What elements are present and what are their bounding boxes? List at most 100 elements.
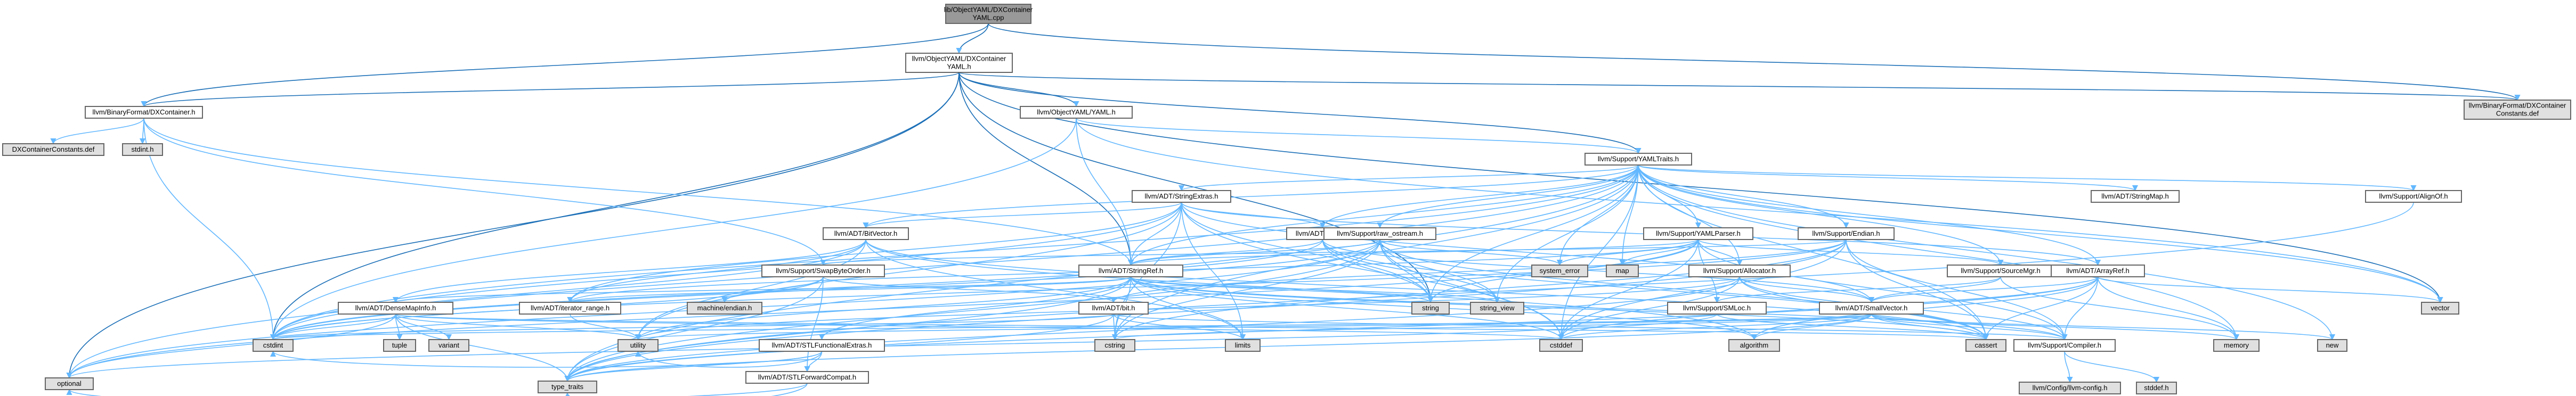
- node-label-dxconstdef2: DXContainerConstants.def: [12, 145, 95, 153]
- node-label-cstddef: cstddef: [1550, 341, 1572, 349]
- node-machineendian[interactable]: machine/endian.h: [687, 302, 762, 315]
- node-endian[interactable]: llvm/Support/Endian.h: [1798, 227, 1895, 240]
- node-stringref[interactable]: llvm/ADT/StringRef.h: [1078, 265, 1183, 277]
- node-rawostream[interactable]: llvm/Support/raw_ostream.h: [1323, 227, 1436, 240]
- node-alignof[interactable]: llvm/Support/AlignOf.h: [2365, 190, 2462, 203]
- node-stringview[interactable]: string_view: [1470, 302, 1524, 315]
- node-label-stringview: string_view: [1480, 304, 1515, 312]
- edge-stlforward-to-typetraits: [564, 383, 808, 396]
- edge-smallvector-to-compiler: [1871, 314, 2068, 341]
- node-cassert[interactable]: cassert: [1965, 339, 2006, 352]
- node-stringmap[interactable]: llvm/ADT/StringMap.h: [2091, 190, 2180, 203]
- edge-arrayref-to-smallvector: [1868, 276, 2099, 303]
- node-stddefh[interactable]: stddef.h: [2136, 382, 2177, 394]
- node-stlforward[interactable]: llvm/ADT/STLForwardCompat.h: [745, 371, 869, 384]
- node-box-root: [945, 4, 1031, 24]
- node-objyaml[interactable]: llvm/ObjectYAML/YAML.h: [1020, 106, 1133, 119]
- node-iterrange[interactable]: llvm/ADT/iterator_range.h: [519, 302, 621, 315]
- node-label-stringextras: llvm/ADT/StringExtras.h: [1145, 192, 1218, 200]
- node-box-stlforward: [745, 371, 869, 384]
- node-label-iterrange: llvm/ADT/iterator_range.h: [531, 304, 610, 312]
- node-box-stlfunc: [759, 339, 885, 352]
- node-memory[interactable]: memory: [2213, 339, 2260, 352]
- node-box-dxconstdef: [2464, 100, 2571, 120]
- node-smallvector[interactable]: llvm/ADT/SmallVector.h: [1819, 302, 1924, 315]
- edge-stringextras-to-bitvector: [863, 202, 1182, 229]
- node-map[interactable]: map: [1606, 265, 1639, 277]
- edge-objyaml-to-vector: [1076, 118, 2443, 303]
- node-yamlparser[interactable]: llvm/Support/YAMLParser.h: [1643, 227, 1753, 240]
- node-arrayref[interactable]: llvm/ADT/ArrayRef.h: [2051, 265, 2145, 277]
- edge-arrayref-to-compiler: [2061, 276, 2099, 341]
- node-vector[interactable]: vector: [2421, 302, 2459, 315]
- edge-yamltraits-to-stringextras: [1179, 164, 1639, 192]
- edge-stringextras-to-climits: [1181, 202, 1246, 341]
- node-tuple[interactable]: tuple: [383, 339, 416, 352]
- node-smloc[interactable]: llvm/Support/SMLoc.h: [1667, 302, 1767, 315]
- node-box-smallvector: [1819, 302, 1924, 315]
- node-algorithm[interactable]: algorithm: [1728, 339, 1780, 352]
- node-systemerror[interactable]: system_error: [1531, 265, 1588, 277]
- edge-yamlparser-to-compiler: [1697, 239, 2068, 341]
- node-llvmconfig[interactable]: llvm/Config/llvm-config.h: [2019, 382, 2121, 394]
- edge-twine-to-stringref: [1128, 239, 1323, 266]
- edge-dxyaml-to-objyaml: [958, 72, 1079, 108]
- node-typetraits[interactable]: type_traits: [538, 381, 597, 393]
- node-dxconstdef2[interactable]: DXContainerConstants.def: [2, 143, 104, 156]
- node-label-stringref: llvm/ADT/StringRef.h: [1099, 267, 1163, 275]
- node-label-stlfunc: llvm/ADT/STLFunctionalExtras.h: [772, 341, 872, 349]
- edge-smallvector-to-utility: [635, 314, 1872, 341]
- node-box-allocator: [1688, 265, 1791, 277]
- node-cstdint[interactable]: cstdint: [253, 339, 294, 352]
- edge-endian-to-swapbyte: [820, 239, 1847, 266]
- node-allocator[interactable]: llvm/Support/Allocator.h: [1688, 265, 1791, 277]
- node-cstddef[interactable]: cstddef: [1539, 339, 1583, 352]
- node-box-machineendian: [687, 302, 762, 315]
- node-stdinth[interactable]: stdint.h: [122, 143, 163, 156]
- node-yamltraits[interactable]: llvm/Support/YAMLTraits.h: [1584, 153, 1692, 166]
- node-stlfunc[interactable]: llvm/ADT/STLFunctionalExtras.h: [759, 339, 885, 352]
- edge-densemapinfo-to-optional: [66, 314, 396, 379]
- node-stringextras[interactable]: llvm/ADT/StringExtras.h: [1132, 190, 1231, 203]
- node-label-climits: limits: [1235, 341, 1251, 349]
- node-string[interactable]: string: [1411, 302, 1450, 315]
- node-bfdx[interactable]: llvm/BinaryFormat/DXContainer.h: [85, 106, 203, 119]
- node-optional[interactable]: optional: [45, 377, 94, 390]
- node-label-cstring: cstring: [1104, 341, 1125, 349]
- node-label-llvmconfig: llvm/Config/llvm-config.h: [2033, 384, 2108, 392]
- edge-endian-to-cstring: [1112, 239, 1847, 341]
- node-bitvector[interactable]: llvm/ADT/BitVector.h: [823, 227, 909, 240]
- edge-stringextras-to-cstdint: [270, 202, 1182, 341]
- node-box-algorithm: [1728, 339, 1780, 352]
- node-cstring[interactable]: cstring: [1094, 339, 1135, 352]
- node-compiler[interactable]: llvm/Support/Compiler.h: [2013, 339, 2116, 352]
- edge-bfdx-to-swapbyte: [143, 118, 826, 266]
- edge-dxyaml-to-bfdx: [141, 72, 960, 108]
- node-dxconstdef[interactable]: llvm/BinaryFormat/DXContainerConstants.d…: [2464, 100, 2571, 120]
- edge-sourcemgr-to-smloc: [1714, 276, 2001, 303]
- node-bith[interactable]: llvm/ADT/bit.h: [1078, 302, 1149, 315]
- edge-yamltraits-to-twine: [1320, 164, 1639, 229]
- edge-yamltraits-to-sourcemgr: [1638, 164, 2004, 266]
- node-label-new: new: [2326, 341, 2339, 349]
- node-sourcemgr[interactable]: llvm/Support/SourceMgr.h: [1947, 265, 2054, 277]
- node-label-densemapinfo: llvm/ADT/DenseMapInfo.h: [355, 304, 436, 312]
- node-label-stddefh: stddef.h: [2144, 384, 2168, 392]
- node-variant[interactable]: variant: [428, 339, 469, 352]
- edge-allocator-to-smallvector: [1739, 276, 1874, 303]
- edge-densemapinfo-to-typetraits: [395, 314, 571, 382]
- node-label-bith: llvm/ADT/bit.h: [1092, 304, 1135, 312]
- edge-yamltraits-to-memory: [1638, 164, 2240, 341]
- edge-twine-to-cstdint: [270, 239, 1323, 341]
- edge-dxyaml-to-cstdint: [270, 72, 960, 341]
- node-swapbyte[interactable]: llvm/Support/SwapByteOrder.h: [761, 265, 885, 277]
- node-new[interactable]: new: [2317, 339, 2347, 352]
- node-climits[interactable]: limits: [1225, 339, 1261, 352]
- node-label-allocator: llvm/Support/Allocator.h: [1703, 267, 1776, 275]
- node-densemapinfo[interactable]: llvm/ADT/DenseMapInfo.h: [338, 302, 453, 315]
- edge-root-to-bfdx: [141, 23, 989, 108]
- node-utility[interactable]: utility: [617, 339, 659, 352]
